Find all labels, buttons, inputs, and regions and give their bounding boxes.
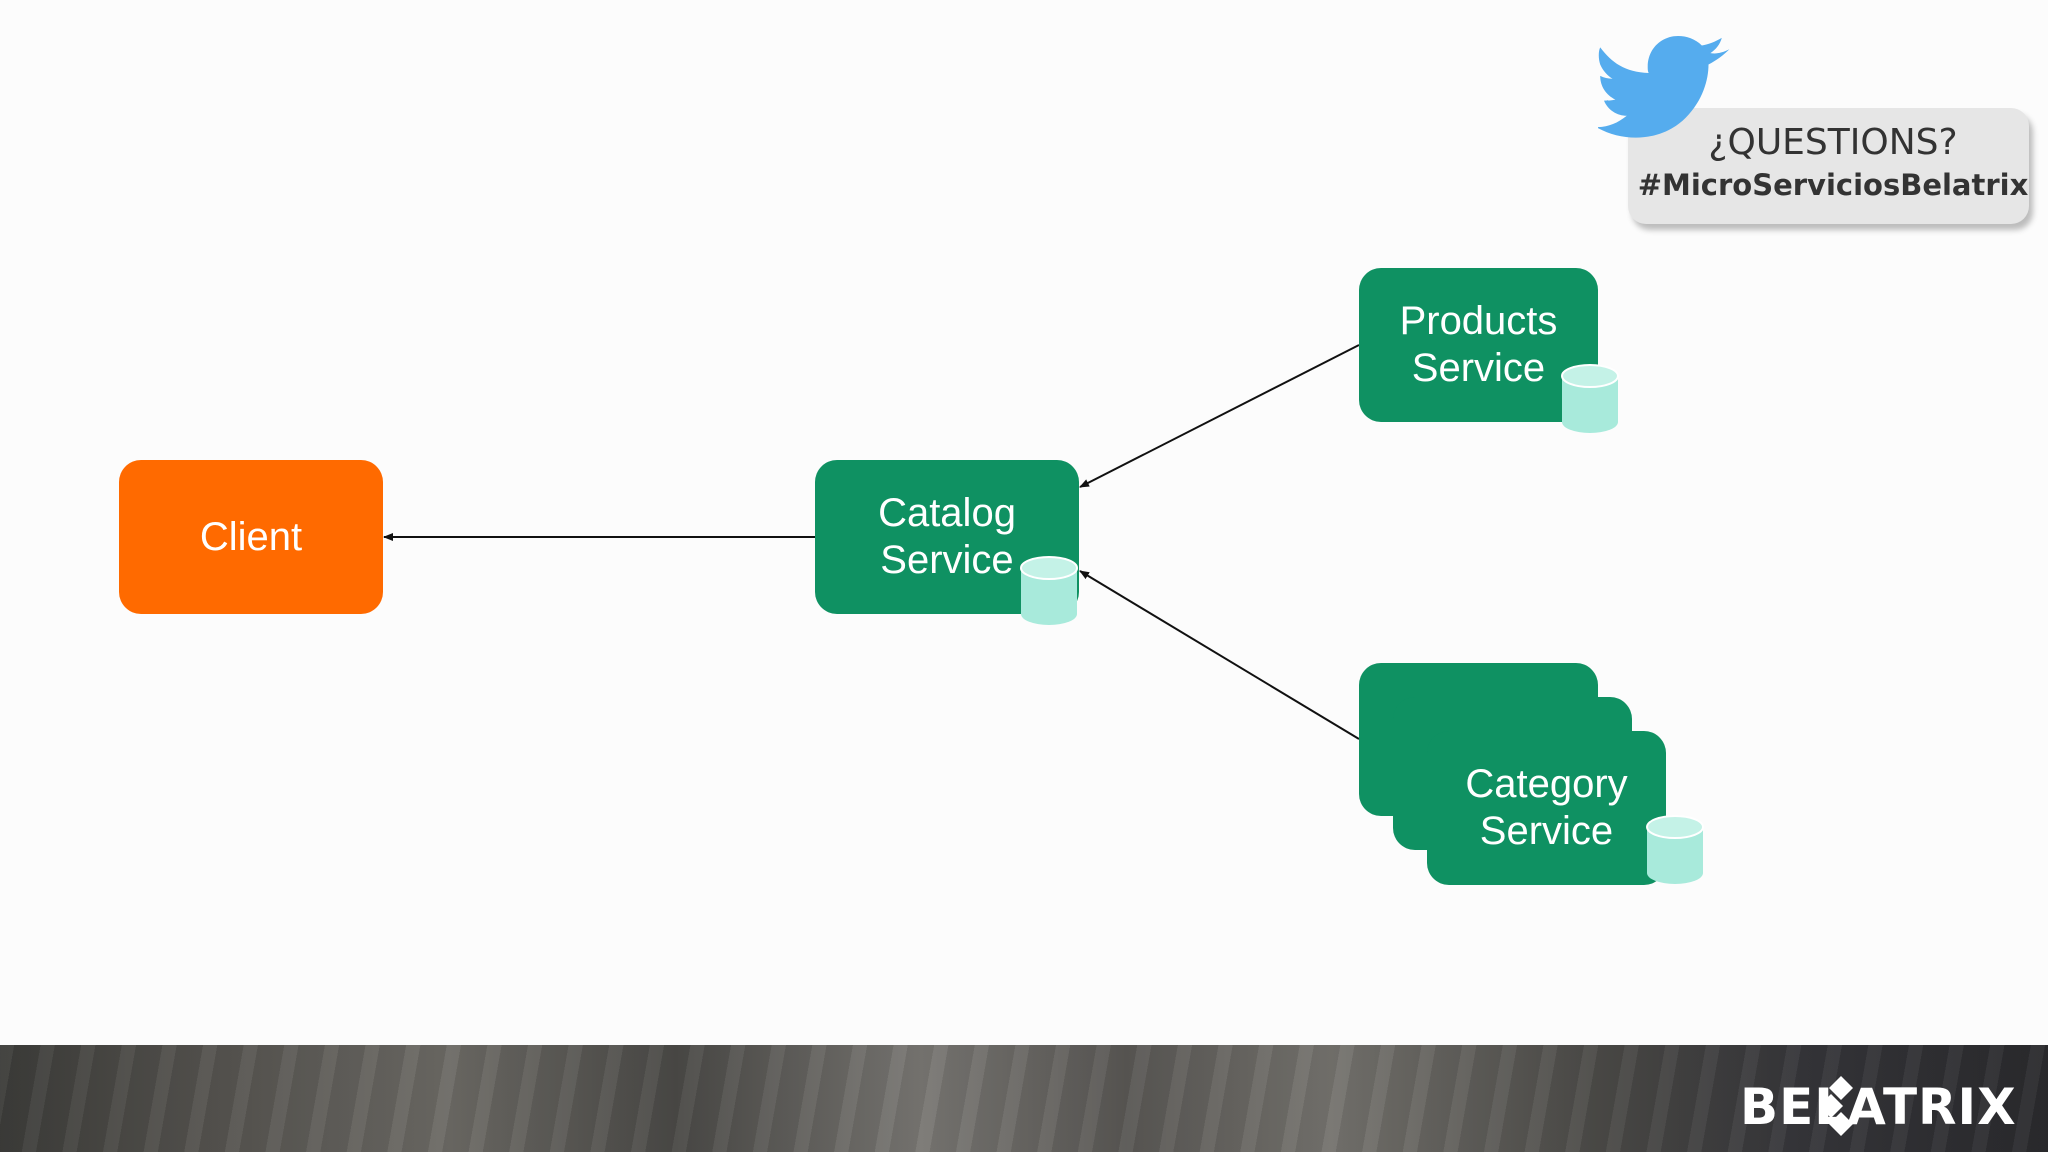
- footer-banner: [0, 1045, 2048, 1152]
- questions-card: [1628, 108, 2029, 224]
- footer-texture: [0, 1045, 2048, 1152]
- belatrix-diamond-icon: [1819, 1076, 1853, 1136]
- questions-heading: ¿QUESTIONS?: [1708, 122, 1958, 163]
- products-service-node: Products Service: [1359, 268, 1598, 422]
- client-node: Client: [119, 460, 383, 614]
- catalog-database-icon: [1020, 556, 1078, 625]
- category-database-icon: [1646, 815, 1704, 884]
- belatrix-logo-text: BELATRIX: [1740, 1078, 2017, 1136]
- catalog-label-line1: Catalog: [878, 491, 1016, 535]
- products-database-icon: [1561, 364, 1619, 433]
- category-label-line2: Service: [1479, 809, 1614, 853]
- products-label-line2: Service: [1411, 346, 1546, 390]
- twitter-bird-icon: [1598, 36, 1730, 138]
- category-label-line1: Category: [1465, 762, 1628, 806]
- questions-hashtag: #MicroServiciosBelatrix: [1637, 168, 2029, 202]
- catalog-label-line2: Service: [880, 538, 1014, 582]
- category-service-node: Category Service: [1427, 731, 1666, 885]
- client-label: Client: [199, 514, 303, 559]
- products-label-line1: Products: [1399, 299, 1558, 343]
